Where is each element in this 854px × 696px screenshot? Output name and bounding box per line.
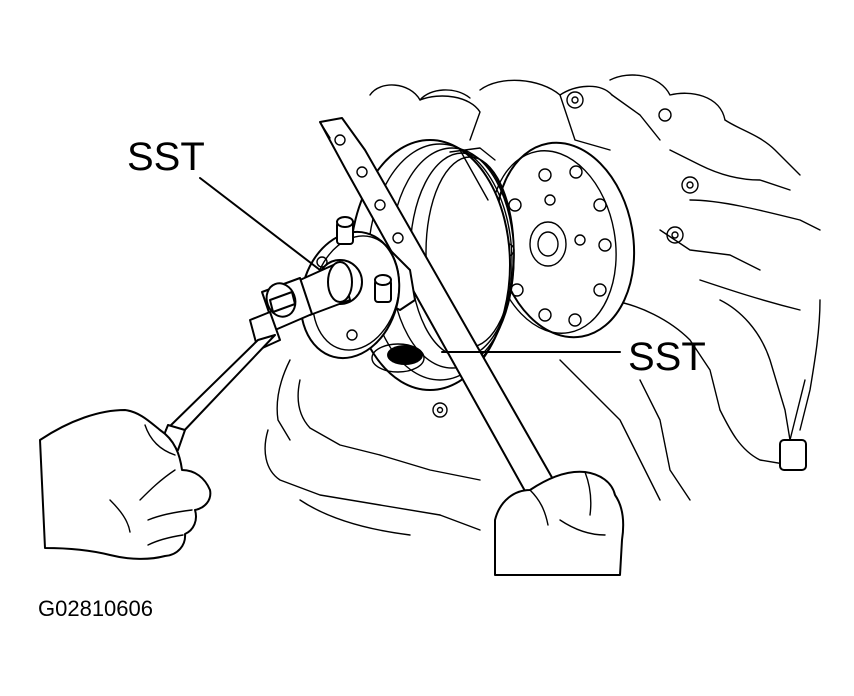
label-sst-upper: SST [127, 135, 205, 179]
leader-line-upper [199, 177, 321, 271]
figure-code: G02810606 [38, 596, 153, 621]
sensor-connector [779, 439, 807, 471]
right-hand [494, 470, 625, 576]
left-hand [39, 409, 212, 560]
label-sst-right: SST [628, 335, 706, 379]
engine-block-outline [264, 74, 821, 536]
holding-plate [299, 216, 401, 360]
water-pump-pulley [489, 141, 636, 339]
socket-wrench [159, 277, 313, 451]
